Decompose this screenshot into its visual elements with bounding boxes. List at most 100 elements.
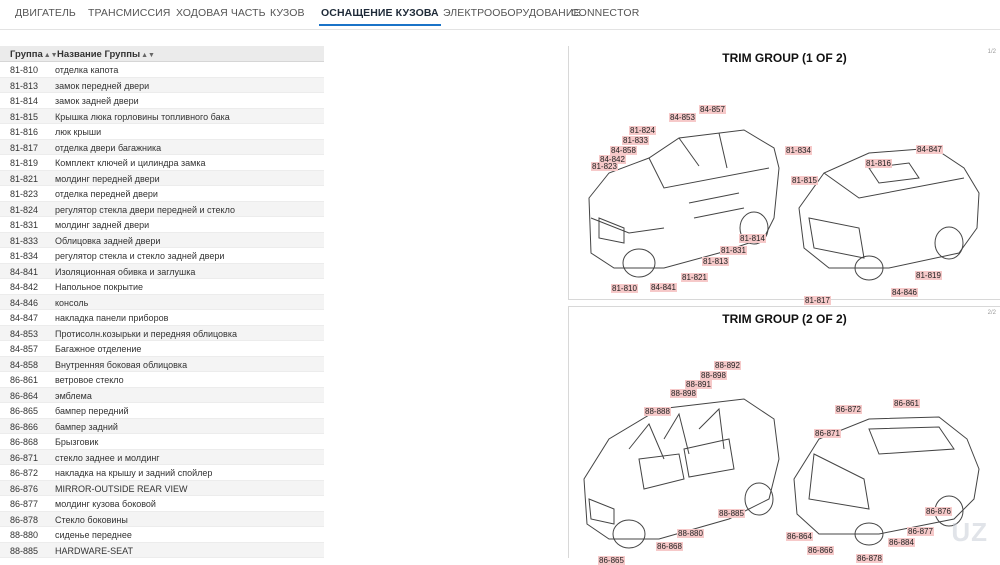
tab-body[interactable]: КУЗОВ xyxy=(270,7,305,19)
tab-engine[interactable]: ДВИГАТЕЛЬ xyxy=(15,7,76,19)
part-callout[interactable]: 81-831 xyxy=(720,246,747,255)
part-callout[interactable]: 86-876 xyxy=(925,507,952,516)
part-callout[interactable]: 88-898 xyxy=(670,389,697,398)
table-row[interactable]: 86-871 стекло заднее и молдинг xyxy=(0,449,324,465)
part-callout[interactable]: 81-823 xyxy=(591,162,618,171)
part-callout[interactable]: 88-898 xyxy=(700,371,727,380)
part-callout[interactable]: 86-864 xyxy=(786,532,813,541)
part-callout[interactable]: 81-833 xyxy=(622,136,649,145)
group-code: 86-877 xyxy=(10,499,39,509)
part-callout[interactable]: 88-880 xyxy=(677,529,704,538)
part-callout[interactable]: 86-861 xyxy=(893,399,920,408)
group-code: 84-846 xyxy=(10,297,39,308)
part-callout[interactable]: 86-866 xyxy=(807,546,834,555)
group-name: Напольное покрытие xyxy=(55,282,144,292)
part-callout[interactable]: 84-847 xyxy=(916,145,943,154)
group-code: 81-819 xyxy=(10,158,39,168)
part-callout[interactable]: 81-834 xyxy=(785,146,812,155)
group-code: 84-842 xyxy=(10,282,39,292)
table-row[interactable]: 81-813 замок передней двери xyxy=(0,77,324,93)
group-name: ветровое стекло xyxy=(55,375,124,385)
part-callout[interactable]: 84-857 xyxy=(699,105,726,114)
part-callout[interactable]: 81-813 xyxy=(702,257,729,266)
group-code: 86-871 xyxy=(10,452,39,463)
tab-connector[interactable]: CONNECTOR xyxy=(571,7,640,19)
part-callout[interactable]: 86-878 xyxy=(856,554,883,563)
group-code: 81-816 xyxy=(10,127,39,137)
tab-body-trim[interactable]: ОСНАЩЕНИЕ КУЗОВА xyxy=(319,7,441,26)
part-callout[interactable]: 84-846 xyxy=(891,288,918,297)
group-name: стекло заднее и молдинг xyxy=(55,452,160,463)
part-callout[interactable]: 88-891 xyxy=(685,380,712,389)
page-indicator: 2/2 xyxy=(987,310,996,316)
group-code: 84-841 xyxy=(10,266,39,277)
group-code: 86-864 xyxy=(10,390,39,401)
part-callout[interactable]: 84-858 xyxy=(610,146,637,155)
part-callout[interactable]: 81-814 xyxy=(739,234,766,243)
part-callout[interactable]: 88-892 xyxy=(714,361,741,370)
part-callout[interactable]: 81-816 xyxy=(865,159,892,168)
column-header-group-label: Группа xyxy=(10,49,43,60)
tab-chassis[interactable]: ХОДОВАЯ ЧАСТЬ xyxy=(176,7,266,19)
part-callout[interactable]: 81-810 xyxy=(611,284,638,293)
tab-electrical[interactable]: ЭЛЕКТРООБОРУДОВАНИЕ xyxy=(443,7,581,19)
part-callout[interactable]: 81-819 xyxy=(915,271,942,280)
part-callout[interactable]: 81-815 xyxy=(791,176,818,185)
table-row[interactable]: 84-842 Напольное покрытие xyxy=(0,279,324,295)
group-code: 81-813 xyxy=(10,80,39,91)
part-callout[interactable]: 86-884 xyxy=(888,538,915,547)
group-code: 81-833 xyxy=(10,235,39,246)
column-header-group[interactable]: Группа▲▼ xyxy=(10,49,58,60)
part-callout[interactable]: 84-842 xyxy=(599,155,626,164)
part-callout[interactable]: 81-824 xyxy=(629,126,656,135)
part-callout[interactable]: 81-821 xyxy=(681,273,708,282)
group-name: бампер передний xyxy=(55,406,129,416)
group-name: замок передней двери xyxy=(55,80,150,91)
part-callout[interactable]: 88-888 xyxy=(644,407,671,416)
part-callout[interactable]: 86-871 xyxy=(814,429,841,438)
part-callout[interactable]: 86-865 xyxy=(598,556,625,565)
part-callout[interactable]: 86-872 xyxy=(835,405,862,414)
group-code: 84-857 xyxy=(10,344,39,354)
part-callout[interactable]: 88-885 xyxy=(718,509,745,518)
group-name: регулятор стекла и стекло задней двери xyxy=(55,251,225,261)
trim-group-1-illustration xyxy=(588,129,980,281)
part-callout[interactable]: 86-877 xyxy=(907,527,934,536)
part-callout[interactable]: 84-841 xyxy=(650,283,677,292)
part-callout[interactable]: 81-817 xyxy=(804,296,831,305)
column-header-name[interactable]: Название Группы▲▼ xyxy=(57,49,155,60)
part-callout[interactable]: 84-853 xyxy=(669,113,696,122)
tab-transmission[interactable]: ТРАНСМИССИЯ xyxy=(88,7,171,19)
part-callout[interactable]: 86-868 xyxy=(656,542,683,551)
